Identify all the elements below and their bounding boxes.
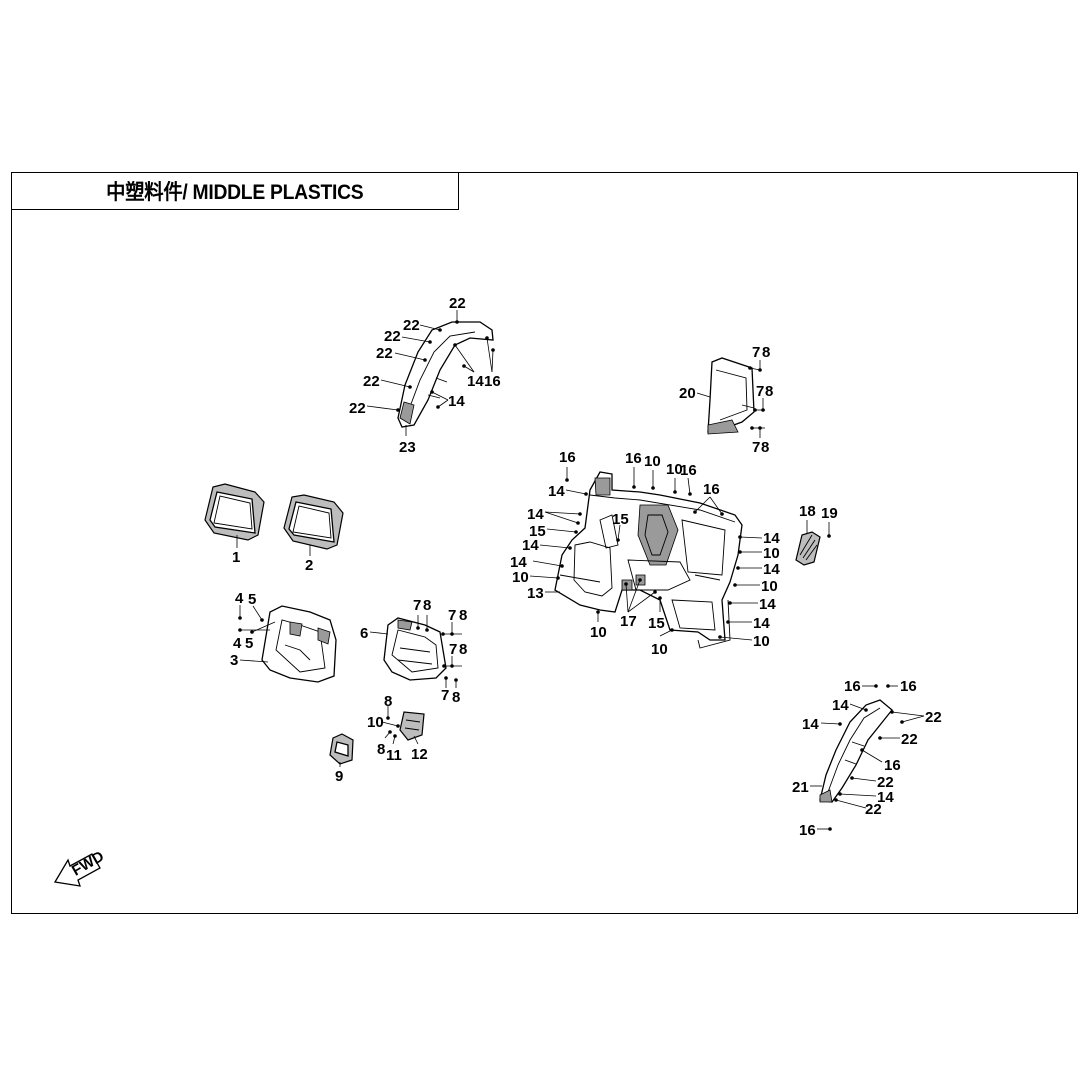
fwd-direction-arrow: FWD: [53, 848, 107, 887]
callout-label: 10: [666, 461, 683, 478]
callout-label: 10: [763, 545, 780, 562]
callout-label: 8: [762, 344, 770, 361]
callout-label: 14: [802, 716, 819, 733]
callout-label: 22: [865, 801, 882, 818]
callout-label: 14: [832, 697, 849, 714]
callout-label: 8: [384, 693, 392, 710]
callout-labels: 22 22 22 22 22 22 14 16 14 23 7 8 7 8 20: [230, 295, 942, 839]
callout-label: 8: [765, 383, 773, 400]
callout-label: 22: [349, 400, 366, 417]
callout-label: 16: [625, 450, 642, 467]
callout-label: 10: [367, 714, 384, 731]
callout-label: 14: [759, 596, 776, 613]
callout-label: 19: [821, 505, 838, 522]
callout-label: 16: [484, 373, 501, 390]
callout-label: 4: [235, 590, 244, 607]
callout-label: 14: [763, 561, 780, 578]
part-18-vent-grille: [795, 531, 821, 566]
callout-label: 14: [467, 373, 484, 390]
part-20-upper-right-panel: [707, 357, 755, 435]
callout-label: 22: [925, 709, 942, 726]
callout-label: 7: [441, 687, 449, 704]
callout-label: 7: [752, 439, 760, 456]
callout-label: 16: [799, 822, 816, 839]
callout-label: 14: [763, 530, 780, 547]
callout-label: 21: [792, 779, 809, 796]
callout-label: 22: [449, 295, 466, 312]
callout-label: 16: [703, 481, 720, 498]
callout-label: 10: [753, 633, 770, 650]
callout-label: 23: [399, 439, 416, 456]
callout-label: 22: [384, 328, 401, 345]
callout-label: 16: [559, 449, 576, 466]
callout-label: 15: [648, 615, 665, 632]
callout-label: 16: [884, 757, 901, 774]
callout-label: 14: [522, 537, 539, 554]
callout-label: 7: [449, 641, 457, 658]
part-12-mount-bracket: [399, 711, 425, 741]
callout-label: 20: [679, 385, 696, 402]
callout-label: 7: [756, 383, 764, 400]
callout-label: 13: [527, 585, 544, 602]
callout-label: 7: [413, 597, 421, 614]
callout-label: 5: [245, 635, 253, 652]
callout-label: 14: [448, 393, 465, 410]
callout-label: 16: [844, 678, 861, 695]
callout-label: 22: [376, 345, 393, 362]
callout-label: 14: [753, 615, 770, 632]
callout-label: 10: [761, 578, 778, 595]
callout-label: 2: [305, 557, 313, 574]
part-21-right-fender-trim: [819, 699, 893, 803]
callout-label: 4: [233, 635, 242, 652]
callout-label: 10: [644, 453, 661, 470]
callout-label: 7: [752, 344, 760, 361]
part-6-center-console-box: [383, 617, 447, 681]
callout-label: 8: [377, 741, 385, 758]
callout-label: 7: [448, 607, 456, 624]
callout-label: 8: [459, 641, 467, 658]
callout-label: 10: [590, 624, 607, 641]
main-middle-plastics-assembly: [554, 471, 743, 649]
callout-label: 14: [527, 506, 544, 523]
callout-label: 12: [411, 746, 428, 763]
callout-label: 10: [651, 641, 668, 658]
callout-label: 1: [232, 549, 240, 566]
title-block: 中塑料件/ MIDDLE PLASTICS: [11, 172, 459, 210]
part-23-left-fender-trim: [397, 321, 494, 428]
callout-label: 8: [452, 689, 460, 706]
page-title: 中塑料件/ MIDDLE PLASTICS: [106, 181, 364, 204]
callout-label: 16: [900, 678, 917, 695]
callout-label: 8: [761, 439, 769, 456]
drawing-frame: [11, 172, 1078, 914]
callout-label: 14: [510, 554, 527, 571]
callout-label: 3: [230, 652, 238, 669]
callout-label: 5: [248, 591, 256, 608]
callout-label: 6: [360, 625, 368, 642]
callout-label: 11: [386, 747, 402, 764]
callout-label: 9: [335, 768, 343, 785]
part-3-lower-left-console: [261, 605, 337, 683]
callout-label: 17: [620, 613, 637, 630]
part-1-left-headlight: [204, 483, 265, 541]
callout-label: 14: [877, 789, 894, 806]
callout-label: 14: [548, 483, 565, 500]
callout-label: 15: [612, 511, 629, 528]
callout-label: 8: [423, 597, 431, 614]
callout-label: 8: [459, 607, 467, 624]
callout-label: 22: [403, 317, 420, 334]
callout-label: 22: [877, 774, 894, 791]
callout-label: 16: [680, 462, 697, 479]
part-9-small-housing: [329, 733, 354, 765]
callout-label: 22: [363, 373, 380, 390]
callout-label: 10: [512, 569, 529, 586]
callout-label: 22: [901, 731, 918, 748]
callout-label: 18: [799, 503, 816, 520]
part-2-right-headlight: [283, 494, 344, 550]
callout-label: 15: [529, 523, 546, 540]
